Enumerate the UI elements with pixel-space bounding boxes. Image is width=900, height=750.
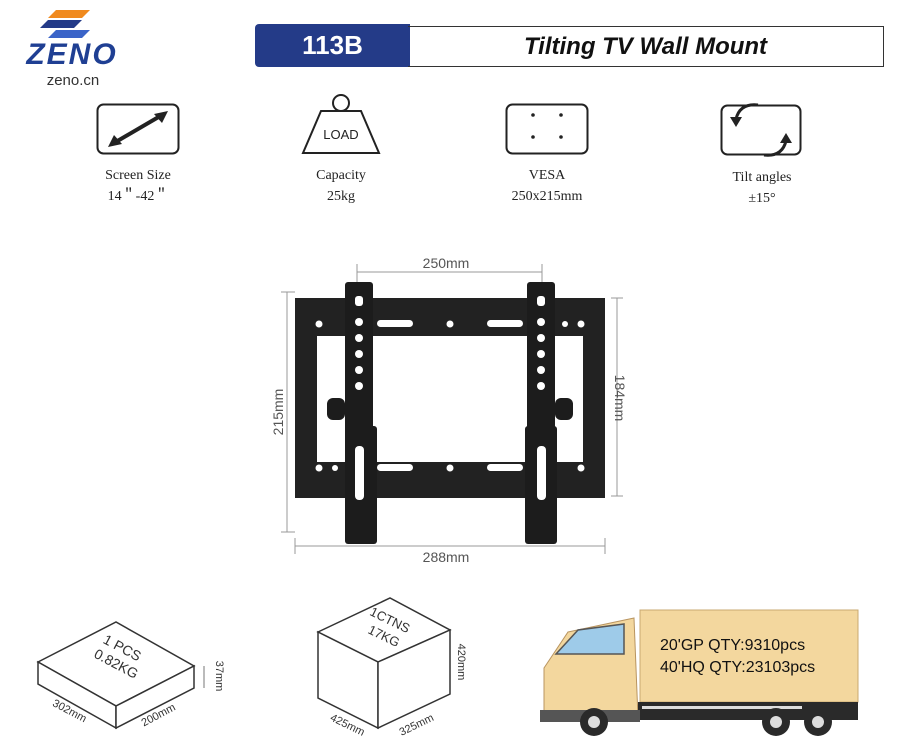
dimension-lines: [281, 264, 623, 554]
wall-mount-drawing: 250mm 215mm 184mm 288mm: [270, 255, 628, 565]
truck-container: [639, 609, 859, 703]
diagonal-arrow-icon: [96, 103, 180, 155]
container-20gp-qty: 20'GP QTY:9310pcs: [660, 637, 805, 654]
truck-wheels: [580, 708, 832, 736]
spec-value: 14＂-42＂: [107, 189, 169, 204]
spec-screen-size: Screen Size 14＂-42＂: [58, 103, 218, 207]
vesa-pattern-icon: [505, 103, 589, 155]
right-bracket-arm: [525, 282, 573, 544]
load-weight-icon: LOAD: [301, 94, 381, 154]
inner-box-height: 37mm: [213, 661, 225, 692]
model-number-badge: 113B: [255, 24, 410, 67]
logo-website: zeno.cn: [46, 72, 100, 89]
left-bracket-arm: [327, 282, 377, 544]
spec-label: Capacity: [316, 168, 366, 183]
product-title: Tilting TV Wall Mount: [408, 26, 884, 67]
logo-mark-icon: [40, 10, 90, 38]
spec-label: VESA: [528, 168, 566, 183]
dim-plate-width: 288mm: [423, 549, 470, 565]
truck-window: [554, 623, 625, 655]
tilt-arrows-icon: [720, 103, 802, 157]
spec-vesa: VESA 250x215mm: [467, 103, 627, 207]
right-tilt-knob-icon: [555, 398, 573, 420]
load-icon-text: LOAD: [323, 127, 358, 142]
wall-plate: [295, 298, 605, 498]
wall-plate-slots: [315, 320, 585, 472]
container-40hq-qty: 40'HQ QTY:23103pcs: [660, 659, 815, 676]
dim-plate-height: 184mm: [612, 375, 628, 422]
carton-height: 420mm: [455, 644, 467, 681]
spec-label: Screen Size: [105, 168, 171, 183]
truck-illustration: 20'GP QTY:9310pcs 40'HQ QTY:23103pcs: [540, 609, 859, 736]
spec-value: 250x215mm: [511, 189, 583, 204]
dim-vesa-height: 215mm: [270, 389, 286, 436]
spec-label: Tilt angles: [732, 170, 792, 185]
spec-capacity: LOAD Capacity 25kg: [261, 93, 421, 207]
spec-value: ±15°: [748, 191, 776, 206]
brand-logo: [12, 4, 142, 94]
inner-box-drawing: 1 PCS 0.82KG 37mm 302mm 200mm: [36, 621, 225, 730]
spec-tilt: Tilt angles ±15°: [682, 101, 842, 209]
logo-wordmark: ZENO: [26, 38, 118, 71]
spec-value: 25kg: [327, 189, 355, 204]
dim-vesa-width: 250mm: [423, 255, 470, 271]
left-tilt-knob-icon: [327, 398, 345, 420]
carton-drawing: 1CTNS 17KG 420mm 425mm 325mm: [316, 597, 467, 739]
